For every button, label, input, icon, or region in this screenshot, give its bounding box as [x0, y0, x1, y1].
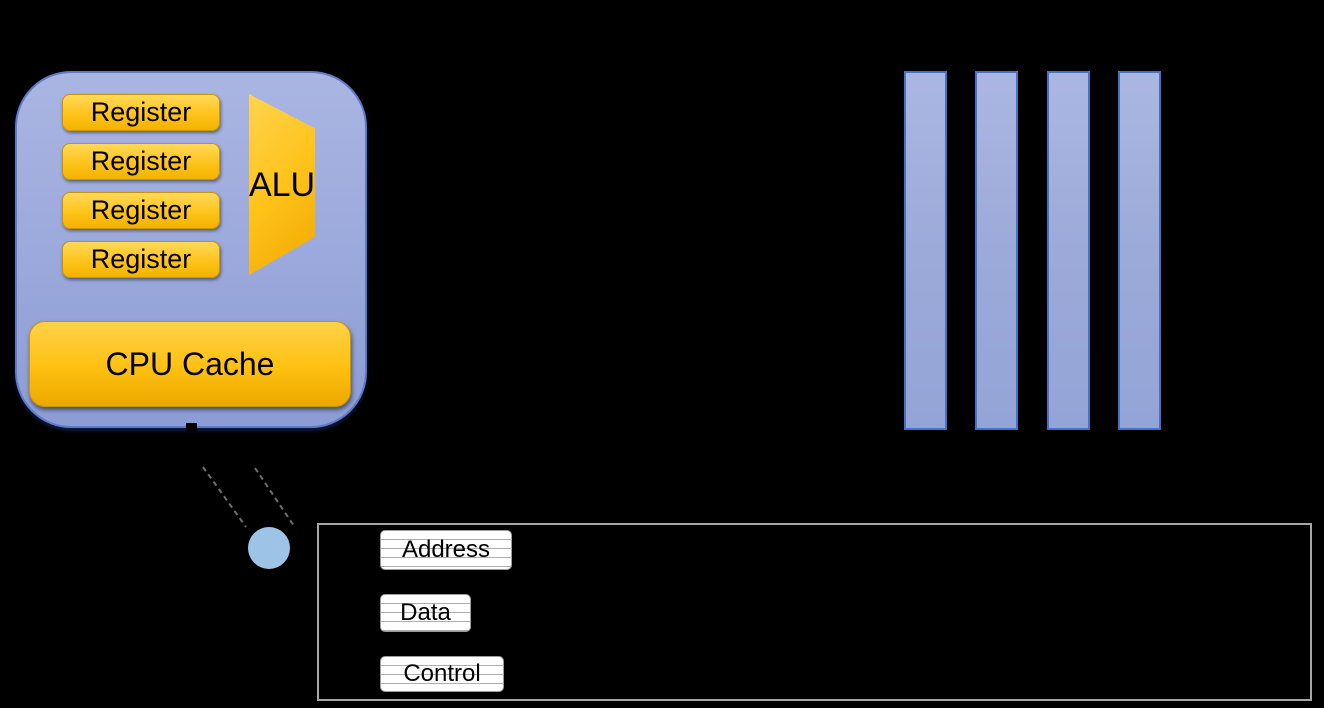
cpu-bus-connector-tick	[186, 423, 197, 432]
memory-bar	[975, 71, 1018, 430]
memory-bar	[1118, 71, 1161, 430]
memory-bar	[904, 71, 947, 430]
register-label: Register	[90, 244, 192, 274]
bus-label-address: Address	[380, 530, 512, 570]
register-box: Register	[62, 143, 220, 180]
callout-dashed-line	[202, 466, 247, 528]
bus-label-control: Control	[380, 656, 504, 692]
register-label: Register	[90, 195, 192, 225]
alu-label: ALU	[248, 165, 316, 204]
register-label: Register	[90, 146, 192, 176]
bus-address-text: Address	[401, 536, 491, 563]
register-box: Register	[62, 94, 220, 131]
cpu-cache-label: CPU Cache	[105, 346, 275, 382]
register-label: Register	[90, 97, 192, 127]
cpu-cache-box: CPU Cache	[29, 321, 351, 407]
system-bus-box: Address Data Control	[317, 523, 1312, 701]
alu-shape: ALU	[249, 94, 315, 275]
register-box: Register	[62, 241, 220, 278]
connection-point-circle	[248, 527, 290, 569]
cpu-block: Register Register Register Register ALU …	[15, 71, 367, 428]
memory-bar	[1047, 71, 1090, 430]
bus-label-data: Data	[380, 594, 471, 632]
register-box: Register	[62, 192, 220, 229]
bus-control-text: Control	[403, 660, 481, 687]
bus-data-text: Data	[400, 599, 451, 626]
callout-dashed-line	[254, 467, 295, 527]
